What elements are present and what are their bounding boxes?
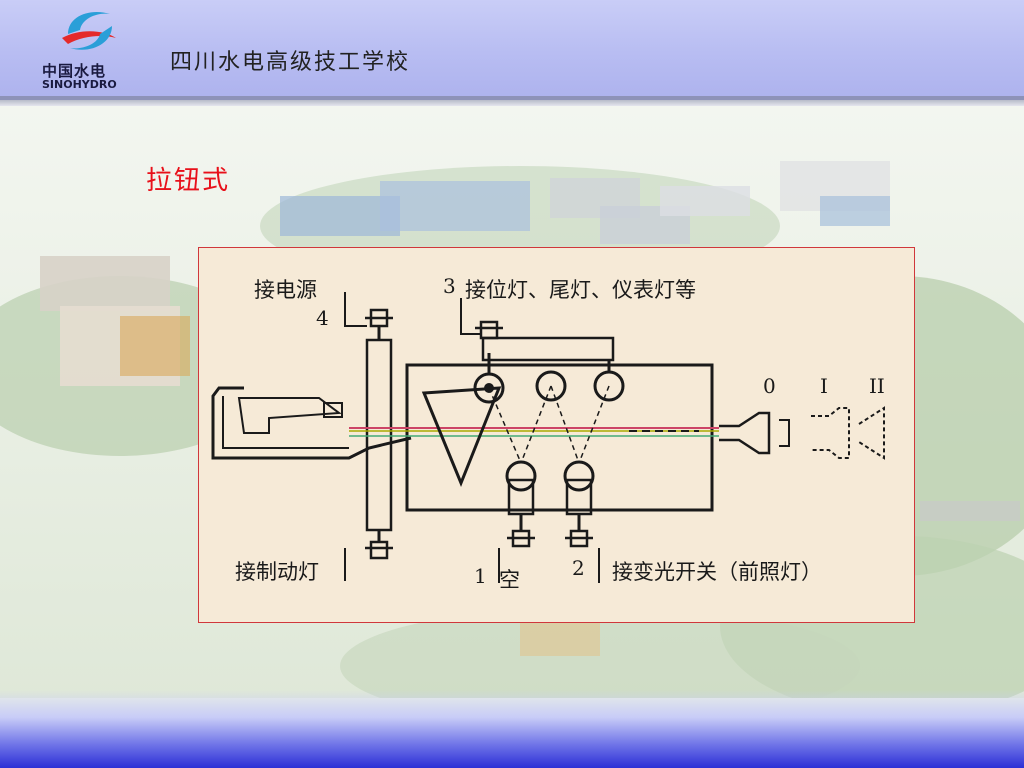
header-divider-shadow (0, 100, 1024, 106)
diagram-drawing (211, 292, 885, 583)
label-brake-light: 接制动灯 (235, 560, 319, 584)
terminal-number-4: 4 (316, 306, 329, 330)
logo-text-cn: 中国水电 (42, 62, 107, 80)
header-band (0, 0, 1024, 96)
contact-bar (365, 338, 393, 532)
switch-housing (405, 363, 714, 512)
terminal-number-3: 3 (443, 274, 456, 298)
footer-band (0, 690, 1024, 768)
logo-text-en: SINOHYDRO (42, 78, 117, 91)
position-0: 0 (763, 374, 776, 398)
label-empty: 空 (499, 568, 520, 592)
position-I: I (820, 374, 828, 398)
label-power: 接电源 (254, 278, 317, 302)
slide-title: 拉钮式 (146, 166, 231, 196)
sinohydro-logo-icon (40, 4, 140, 94)
pull-handle (211, 386, 412, 460)
school-name: 四川水电高级技工学校 (170, 50, 411, 75)
header-divider (0, 96, 1024, 100)
terminal-number-2: 2 (572, 556, 585, 580)
label-dimmer-switch: 接变光开关（前照灯） (612, 560, 822, 584)
pull-switch-diagram: 接电源 4 3 接位灯、尾灯、仪表灯等 接制动灯 1 空 2 接变光开关（前照灯… (198, 247, 915, 623)
terminal-number-1: 1 (474, 564, 487, 588)
position-II: II (869, 374, 885, 398)
label-position-lights: 接位灯、尾灯、仪表灯等 (465, 278, 696, 302)
